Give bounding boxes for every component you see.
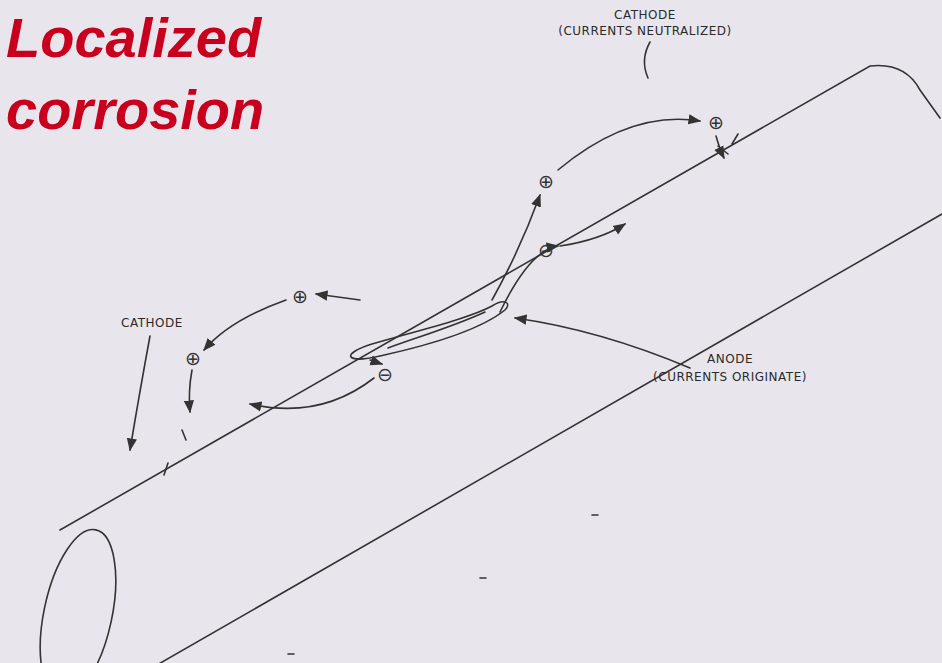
current-arrow <box>189 370 192 412</box>
pipe-ticks <box>164 134 738 654</box>
cathode-label: CATHODE <box>121 316 183 330</box>
current-arrow <box>716 136 724 158</box>
cathode-label: CATHODE <box>614 8 676 22</box>
positive-ion: ⊕ <box>292 286 308 306</box>
current-arrow <box>560 224 625 246</box>
negative-charge: ⊖ <box>538 240 554 260</box>
leader-line <box>515 318 690 368</box>
current-arrow <box>316 294 360 300</box>
anode-pit <box>351 302 508 359</box>
anode-note: (CURRENTS ORIGINATE) <box>653 370 807 384</box>
pipe-bottom-edge <box>96 214 942 663</box>
pit-inner <box>388 312 485 348</box>
leader-line <box>644 42 650 78</box>
negative-charge: ⊖ <box>377 364 393 384</box>
slide-title: Localized corrosion <box>6 2 306 146</box>
cathode-note: (CURRENTS NEUTRALIZED) <box>558 24 732 38</box>
current-arrow <box>558 119 700 170</box>
positive-ion: ⊕ <box>185 348 201 368</box>
current-arrow <box>204 300 286 350</box>
positive-ion: ⊕ <box>708 112 724 132</box>
positive-ion: ⊕ <box>538 171 554 191</box>
current-arrow <box>250 378 374 408</box>
anode-label: ANODE <box>707 352 753 366</box>
leader-line <box>130 336 150 450</box>
pipe-end <box>27 523 129 663</box>
